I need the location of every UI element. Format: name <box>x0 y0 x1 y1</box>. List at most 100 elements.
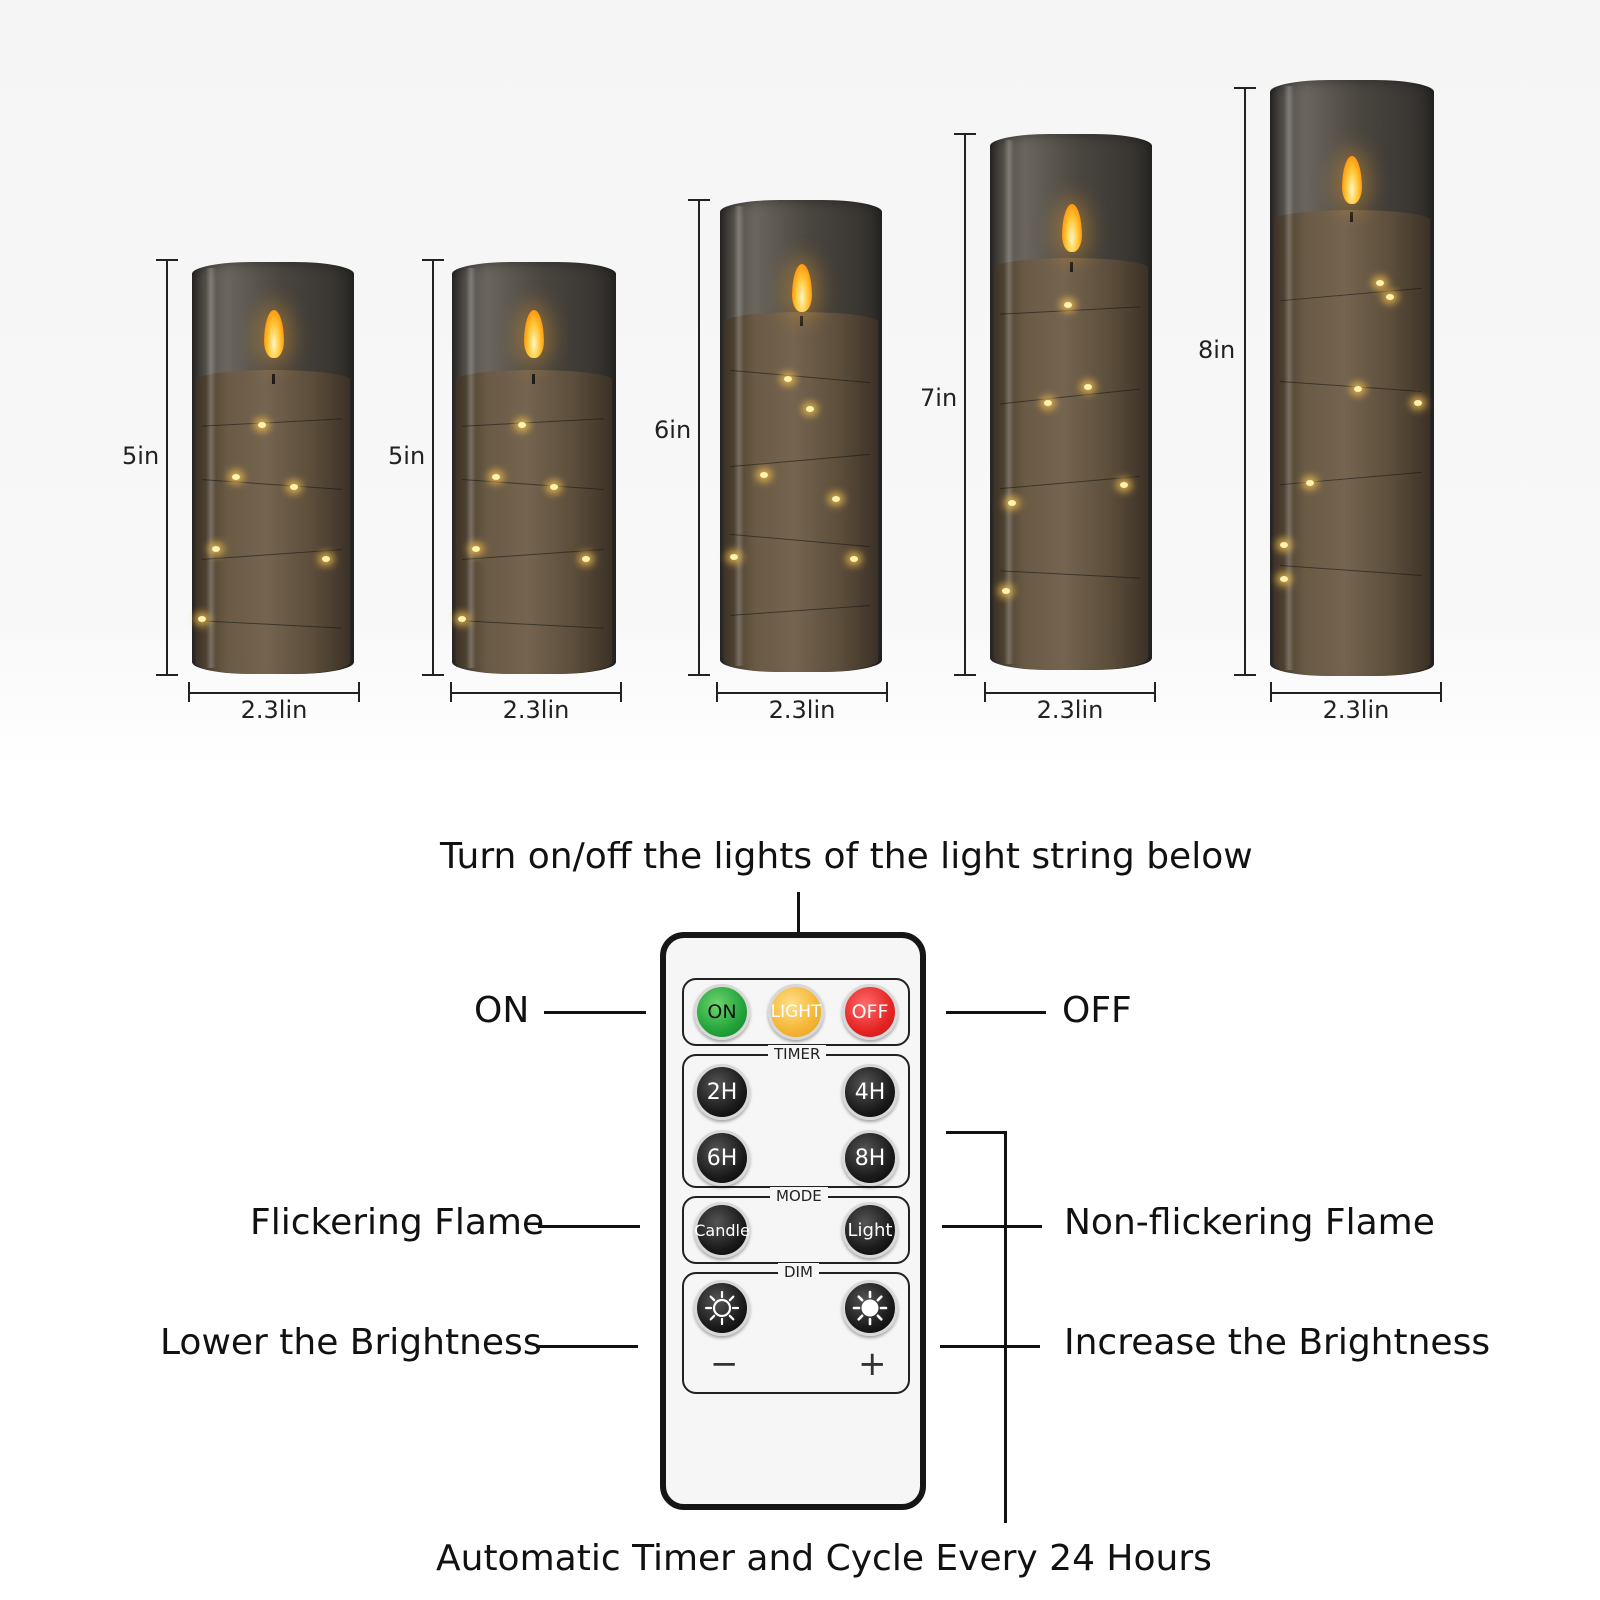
width-label: 2.3lin <box>240 696 308 724</box>
led-light <box>1084 384 1092 390</box>
flame-icon <box>264 310 284 358</box>
led-light <box>1120 482 1128 488</box>
wick <box>532 374 535 384</box>
led-light <box>492 474 500 480</box>
glass-highlight <box>466 268 476 668</box>
led-light <box>1376 280 1384 286</box>
candle-wax <box>724 312 878 672</box>
timer-bracket-top <box>946 1131 1004 1134</box>
dimension-cap <box>156 259 178 261</box>
led-light <box>458 616 466 622</box>
mode-title: MODE <box>770 1187 828 1205</box>
timer-panel: TIMER 2H 4H 6H 8H <box>682 1045 910 1188</box>
led-light <box>212 546 220 552</box>
led-light <box>582 556 590 562</box>
timer-4h-button[interactable]: 4H <box>842 1064 898 1120</box>
height-label: 5in <box>388 442 426 470</box>
leader-line-lower <box>536 1345 638 1348</box>
width-label: 2.3lin <box>502 696 570 724</box>
led-light <box>1386 294 1394 300</box>
dimension-cap <box>188 682 190 702</box>
led-light <box>472 546 480 552</box>
dimension-cap <box>954 133 976 135</box>
height-dimension-line <box>166 260 168 676</box>
callout-on: ON <box>474 990 530 1031</box>
led-light <box>1306 480 1314 486</box>
timer-8h-button[interactable]: 8H <box>842 1130 898 1186</box>
candle-wax <box>196 370 350 674</box>
timer-bracket-line <box>1004 1131 1007 1523</box>
dimension-cap <box>984 682 986 702</box>
mode-panel: MODE Candle Light <box>682 1187 910 1264</box>
dim-panel: DIM − <box>682 1263 910 1394</box>
led-light <box>258 422 266 428</box>
width-label: 2.3lin <box>768 696 836 724</box>
candle-3 <box>720 200 882 672</box>
dimension-cap <box>422 674 444 676</box>
light-mode-button[interactable]: Light <box>842 1202 898 1258</box>
height-dimension-line <box>698 200 700 676</box>
height-dimension-line <box>964 134 966 676</box>
dimension-cap <box>620 682 622 702</box>
width-dimension-line <box>450 692 622 694</box>
dimension-cap <box>358 682 360 702</box>
timer-2h-button[interactable]: 2H <box>694 1064 750 1120</box>
dim-title: DIM <box>778 1263 819 1281</box>
width-label: 2.3lin <box>1322 696 1390 724</box>
width-dimension-line <box>716 692 888 694</box>
height-label: 8in <box>1198 336 1236 364</box>
leader-line-flickering <box>538 1225 640 1228</box>
leader-line-increase <box>940 1345 1040 1348</box>
dimension-cap <box>450 682 452 702</box>
height-dimension-line <box>1244 88 1246 676</box>
dimension-cap <box>688 199 710 201</box>
flame-icon <box>1062 204 1082 252</box>
callout-bottom: Automatic Timer and Cycle Every 24 Hours <box>436 1538 1212 1579</box>
height-label: 5in <box>122 442 160 470</box>
dimension-cap <box>688 674 710 676</box>
remote-control: ON LIGHT OFF TIMER 2H 4H 6H 8H MODE Cand… <box>660 932 926 1510</box>
minus-sign: − <box>710 1344 739 1384</box>
flame-icon <box>524 310 544 358</box>
sun-outline-icon <box>704 1290 740 1326</box>
glass-highlight <box>206 268 216 668</box>
leader-line-on <box>544 1011 646 1014</box>
led-light <box>1354 386 1362 392</box>
led-light <box>1044 400 1052 406</box>
wick <box>272 374 275 384</box>
led-light <box>760 472 768 478</box>
candle-1 <box>192 262 354 674</box>
candle-wax <box>456 370 612 674</box>
timer-6h-button[interactable]: 6H <box>694 1130 750 1186</box>
led-light <box>784 376 792 382</box>
candle-mode-button[interactable]: Candle <box>694 1202 750 1258</box>
dim-down-button[interactable] <box>694 1280 750 1336</box>
leader-line-non-flickering <box>942 1225 1042 1228</box>
wick <box>1350 212 1353 222</box>
candle-2 <box>452 262 616 674</box>
led-light <box>730 554 738 560</box>
led-light <box>850 556 858 562</box>
width-dimension-line <box>188 692 360 694</box>
dimension-cap <box>1440 682 1442 702</box>
led-light <box>518 422 526 428</box>
wick <box>1070 262 1073 272</box>
leader-line-off <box>946 1011 1046 1014</box>
light-button[interactable]: LIGHT <box>768 984 824 1040</box>
wick <box>800 316 803 326</box>
width-dimension-line <box>1270 692 1442 694</box>
callout-off: OFF <box>1062 990 1132 1031</box>
callout-increase-brightness: Increase the Brightness <box>1064 1322 1491 1363</box>
flame-icon <box>1342 156 1362 204</box>
on-button[interactable]: ON <box>694 984 750 1040</box>
leader-line-top <box>797 892 800 934</box>
height-dimension-line <box>432 260 434 676</box>
width-dimension-line <box>984 692 1156 694</box>
dim-up-button[interactable] <box>842 1280 898 1336</box>
off-button[interactable]: OFF <box>842 984 898 1040</box>
sun-filled-icon <box>852 1290 888 1326</box>
led-light <box>322 556 330 562</box>
height-label: 6in <box>654 416 692 444</box>
dimension-cap <box>1154 682 1156 702</box>
led-light <box>198 616 206 622</box>
